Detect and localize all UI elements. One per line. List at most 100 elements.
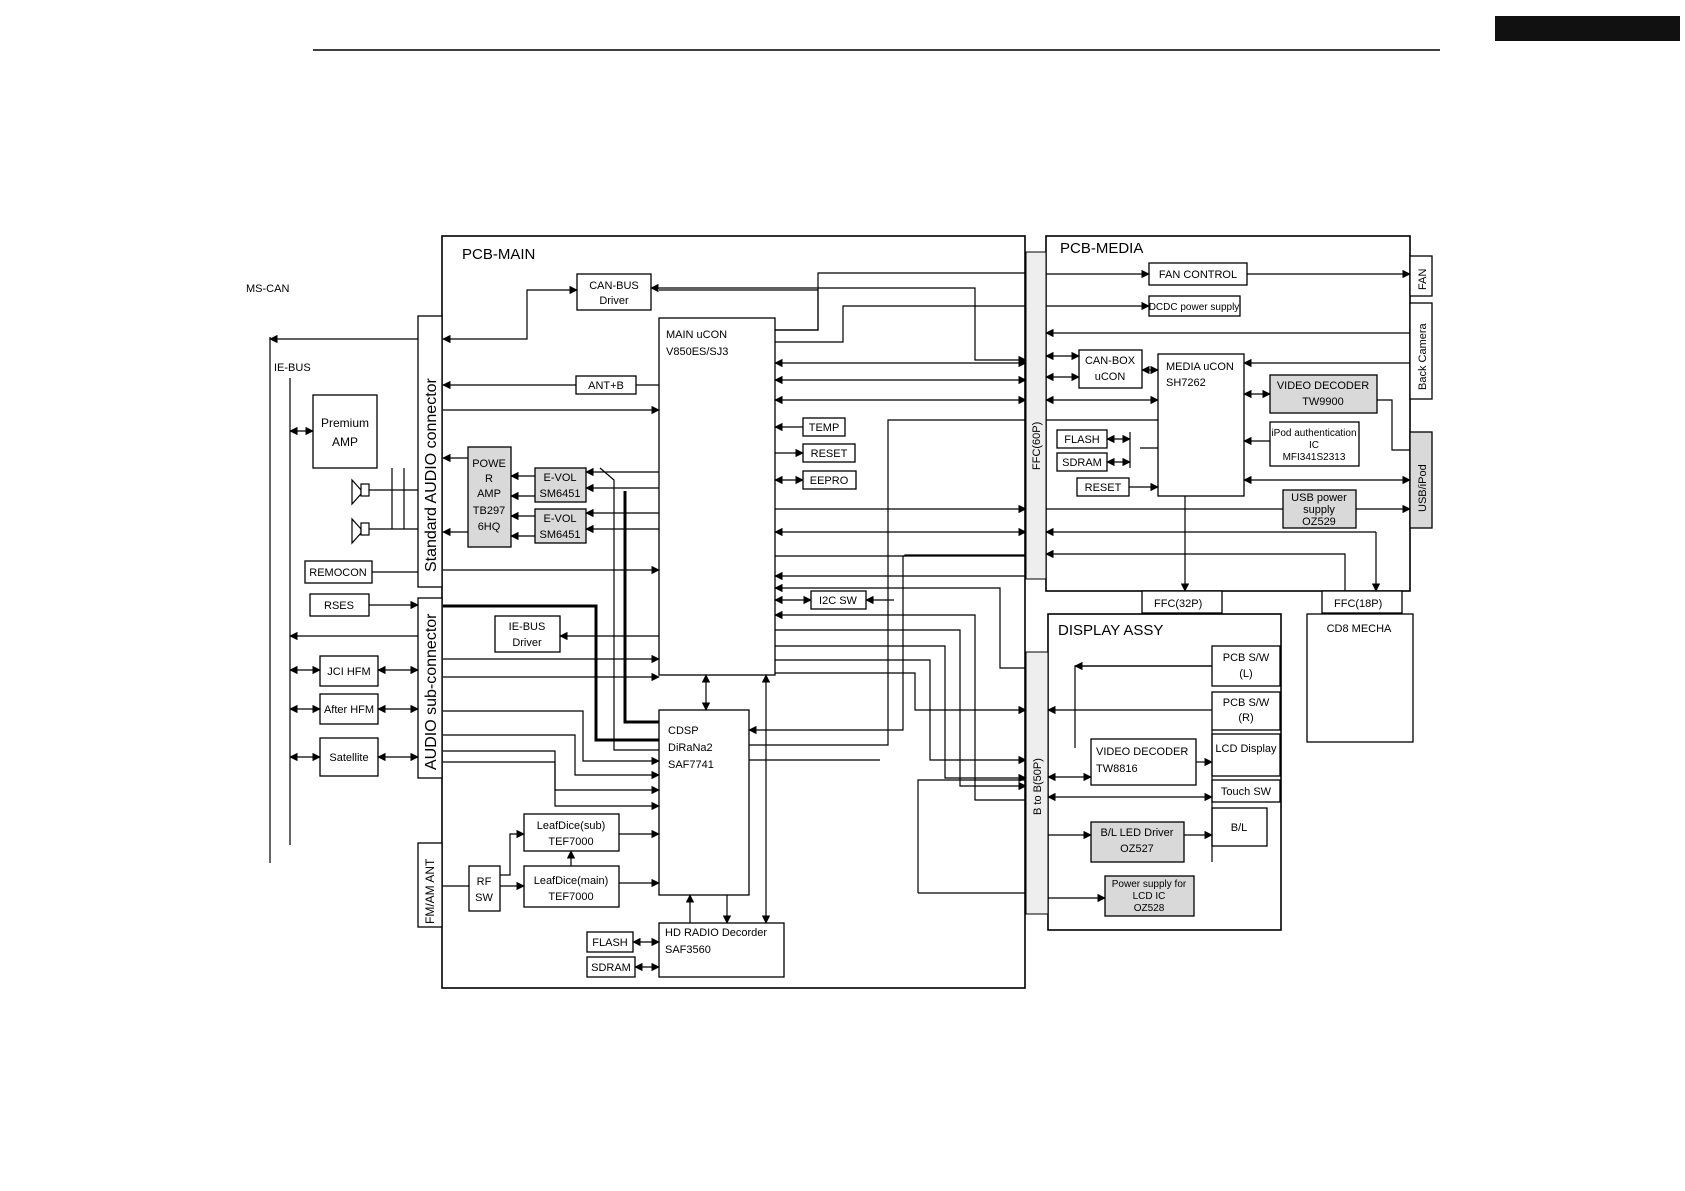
svg-text:uCON: uCON	[1095, 371, 1126, 383]
svg-text:TEMP: TEMP	[809, 422, 840, 434]
svg-text:Touch SW: Touch SW	[1221, 786, 1272, 798]
svg-text:OZ528: OZ528	[1134, 903, 1165, 914]
svg-text:RESET: RESET	[811, 448, 848, 460]
rses-block: RSES	[309, 593, 370, 617]
svg-text:Premium: Premium	[321, 416, 369, 430]
header-title-box	[1495, 16, 1680, 41]
svg-text:(L): (L)	[1239, 668, 1252, 680]
svg-text:VIDEO DECODER: VIDEO DECODER	[1277, 380, 1369, 392]
lcd-power-supply: Power supply for LCD IC OZ528	[1104, 875, 1195, 917]
svg-text:Satellite: Satellite	[329, 752, 368, 764]
video-decoder-display: VIDEO DECODER TW8816	[1090, 738, 1197, 786]
svg-text:HD RADIO Decorder: HD RADIO Decorder	[665, 927, 767, 939]
svg-text:LeafDice(sub): LeafDice(sub)	[537, 820, 605, 832]
std-audio-connector-label: Standard AUDIO connector	[423, 377, 440, 572]
media-ucon: MEDIA uCON SH7262	[1157, 353, 1245, 497]
back-camera-connector	[1409, 302, 1433, 400]
pcb-main-label: PCB-MAIN	[462, 246, 535, 263]
satellite-block: Satellite	[319, 737, 379, 777]
main-ucon: MAIN uCON V850ES/SJ3	[658, 317, 776, 676]
svg-text:LeafDice(main): LeafDice(main)	[534, 875, 609, 887]
svg-text:SW: SW	[475, 892, 493, 904]
svg-text:6HQ: 6HQ	[478, 521, 501, 533]
svg-text:EEPRO: EEPRO	[810, 475, 849, 487]
sdram-main-block: SDRAM	[586, 956, 636, 978]
fan-control: FAN CONTROL	[1148, 262, 1248, 286]
svg-text:LCD IC: LCD IC	[1133, 891, 1166, 902]
flash-media-block: FLASH	[1056, 429, 1108, 449]
temp-block: TEMP	[802, 417, 846, 437]
svg-text:SDRAM: SDRAM	[591, 962, 631, 974]
svg-text:JCI HFM: JCI HFM	[327, 666, 370, 678]
audio-sub-connector	[417, 597, 443, 779]
svg-text:TB297: TB297	[473, 505, 505, 517]
svg-text:RF: RF	[477, 876, 492, 888]
svg-text:CAN-BOX: CAN-BOX	[1085, 355, 1136, 367]
svg-text:IE-BUS: IE-BUS	[509, 621, 546, 633]
svg-text:E-VOL: E-VOL	[543, 472, 576, 484]
svg-text:B/L: B/L	[1231, 822, 1248, 834]
speaker-icon	[351, 478, 370, 506]
svg-text:USB power: USB power	[1291, 492, 1347, 504]
bl-block: B/L	[1211, 807, 1268, 847]
svg-text:SAF7741: SAF7741	[668, 759, 714, 771]
fm-am-ant-connector	[417, 842, 443, 928]
can-bus-driver: CAN-BUS Driver	[576, 273, 652, 311]
svg-text:FLASH: FLASH	[592, 937, 628, 949]
svg-text:FLASH: FLASH	[1064, 434, 1100, 446]
cd8-mecha: CD8 MECHA	[1306, 613, 1414, 743]
svg-text:AMP: AMP	[477, 488, 501, 500]
jci-hfm-block: JCI HFM	[319, 655, 379, 687]
ipod-auth-ic: iPod authentication IC MFI341S2313	[1269, 421, 1360, 467]
remocon-block: REMOCON	[304, 560, 373, 584]
rf-sw-block: RF SW	[468, 865, 501, 912]
svg-text:(R): (R)	[1238, 712, 1253, 724]
eepro-block: EEPRO	[802, 470, 857, 490]
svg-text:supply: supply	[1303, 504, 1335, 516]
pcb-sw-r: PCB S/W (R)	[1211, 691, 1281, 731]
svg-text:ANT+B: ANT+B	[588, 380, 624, 392]
fm-am-ant-label: FM/AM ANT	[423, 858, 437, 924]
ffc18-connector	[1321, 590, 1403, 614]
ms-can-label: MS-CAN	[246, 283, 289, 295]
ie-bus-driver: IE-BUS Driver	[494, 615, 561, 653]
flash-main-block: FLASH	[586, 931, 634, 953]
svg-text:DCDC power supply: DCDC power supply	[1149, 302, 1240, 313]
after-hfm-block: After HFM	[319, 693, 379, 725]
svg-text:SDRAM: SDRAM	[1062, 457, 1102, 469]
leafdice-sub: LeafDice(sub) TEF7000	[523, 813, 620, 852]
ffc60-connector	[1025, 251, 1047, 580]
svg-text:TW8816: TW8816	[1096, 763, 1138, 775]
svg-text:Driver: Driver	[512, 637, 542, 649]
svg-text:SM6451: SM6451	[540, 529, 581, 541]
svg-text:POWE: POWE	[472, 458, 506, 470]
svg-text:IC: IC	[1309, 440, 1319, 451]
ffc60-label: FFC(60P)	[1031, 422, 1043, 470]
std-audio-connector	[417, 315, 443, 588]
reset-main-block: RESET	[802, 443, 856, 463]
svg-text:OZ529: OZ529	[1302, 516, 1336, 528]
evol-1: E-VOL SM6451	[534, 467, 587, 503]
svg-text:RSES: RSES	[324, 600, 354, 612]
usb-ipod-label: USB/iPod	[1417, 464, 1429, 512]
dcdc-power-supply: DCDC power supply	[1148, 295, 1241, 317]
svg-text:CDSP: CDSP	[668, 725, 699, 737]
svg-text:LCD Display: LCD Display	[1215, 743, 1277, 755]
back-camera-label: Back Camera	[1417, 322, 1429, 390]
svg-text:MAIN uCON: MAIN uCON	[666, 329, 727, 341]
pcb-sw-l: PCB S/W (L)	[1211, 645, 1281, 687]
svg-text:TEF7000: TEF7000	[548, 836, 593, 848]
bl-led-driver: B/L LED Driver OZ527	[1090, 821, 1185, 863]
svg-text:R: R	[485, 473, 493, 485]
cdsp: CDSP DiRaNa2 SAF7741	[658, 709, 750, 896]
video-decoder-media: VIDEO DECODER TW9900	[1269, 374, 1378, 414]
svg-text:OZ527: OZ527	[1120, 843, 1154, 855]
svg-text:DiRaNa2: DiRaNa2	[668, 742, 713, 754]
can-box-ucon: CAN-BOX uCON	[1078, 349, 1143, 389]
svg-text:PCB S/W: PCB S/W	[1223, 697, 1270, 709]
svg-text:I2C SW: I2C SW	[819, 595, 858, 607]
svg-text:CD8 MECHA: CD8 MECHA	[1327, 623, 1392, 635]
svg-text:FAN CONTROL: FAN CONTROL	[1159, 269, 1237, 281]
hd-radio-decoder: HD RADIO Decorder SAF3560	[658, 922, 785, 978]
